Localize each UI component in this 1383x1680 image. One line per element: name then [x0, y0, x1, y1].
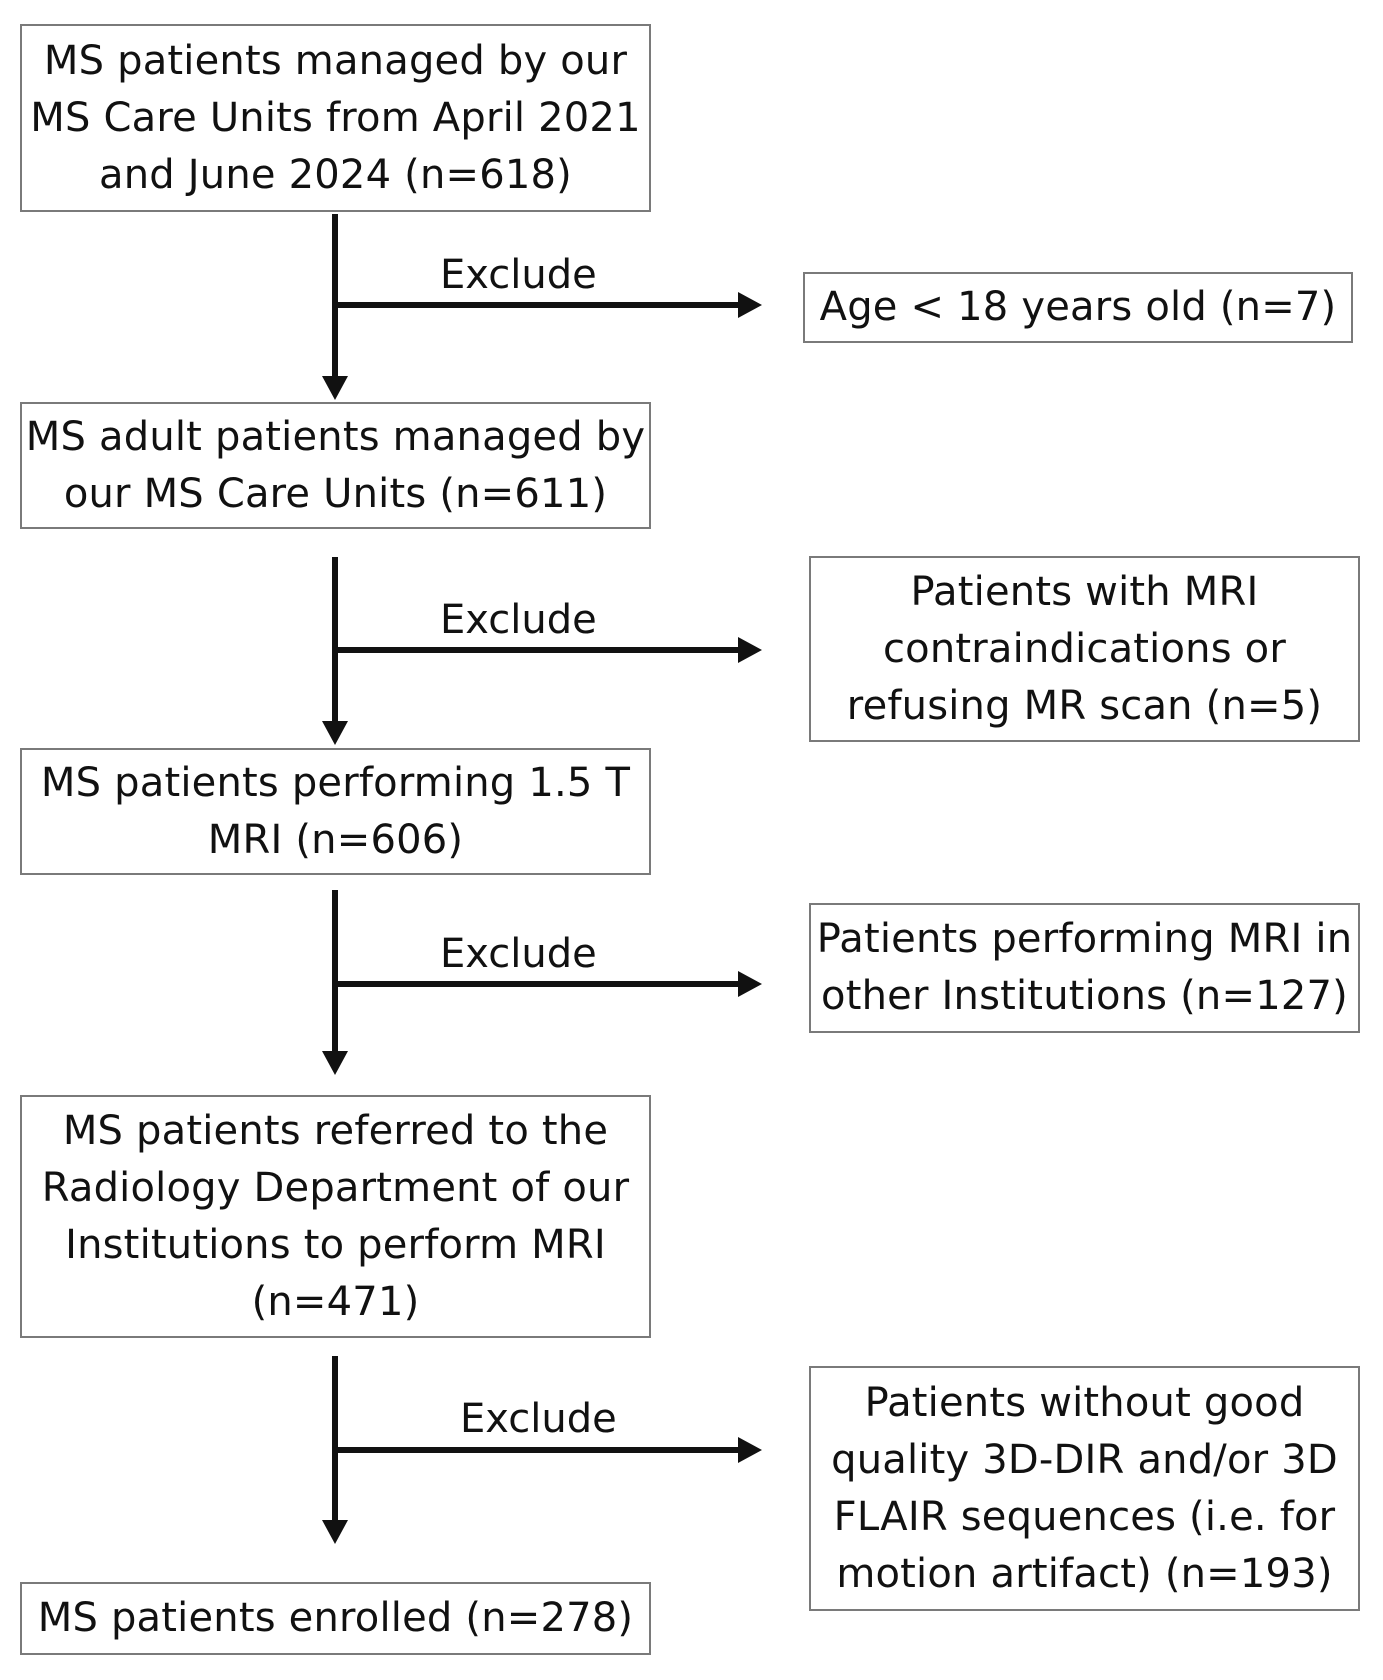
main-box-3: MS patients performing 1.5 T MRI (n=606)	[20, 748, 651, 875]
main-box-2: MS adult patients managed by our MS Care…	[20, 402, 651, 529]
exclude-label-2: Exclude	[440, 597, 597, 643]
exclusion-box-1: Age < 18 years old (n=7)	[803, 272, 1353, 343]
exclusion-box-2: Patients with MRI contraindications or r…	[809, 556, 1360, 742]
exclude-label-3: Exclude	[440, 931, 597, 977]
main-box-1: MS patients managed by our MS Care Units…	[20, 24, 651, 212]
exclusion-box-4: Patients without good quality 3D-DIR and…	[809, 1366, 1360, 1611]
exclude-label-4: Exclude	[460, 1396, 617, 1442]
exclusion-box-3: Patients performing MRI in other Institu…	[809, 903, 1360, 1033]
exclude-label-1: Exclude	[440, 252, 597, 298]
main-box-5: MS patients enrolled (n=278)	[20, 1582, 651, 1655]
main-box-4: MS patients referred to the Radiology De…	[20, 1095, 651, 1338]
